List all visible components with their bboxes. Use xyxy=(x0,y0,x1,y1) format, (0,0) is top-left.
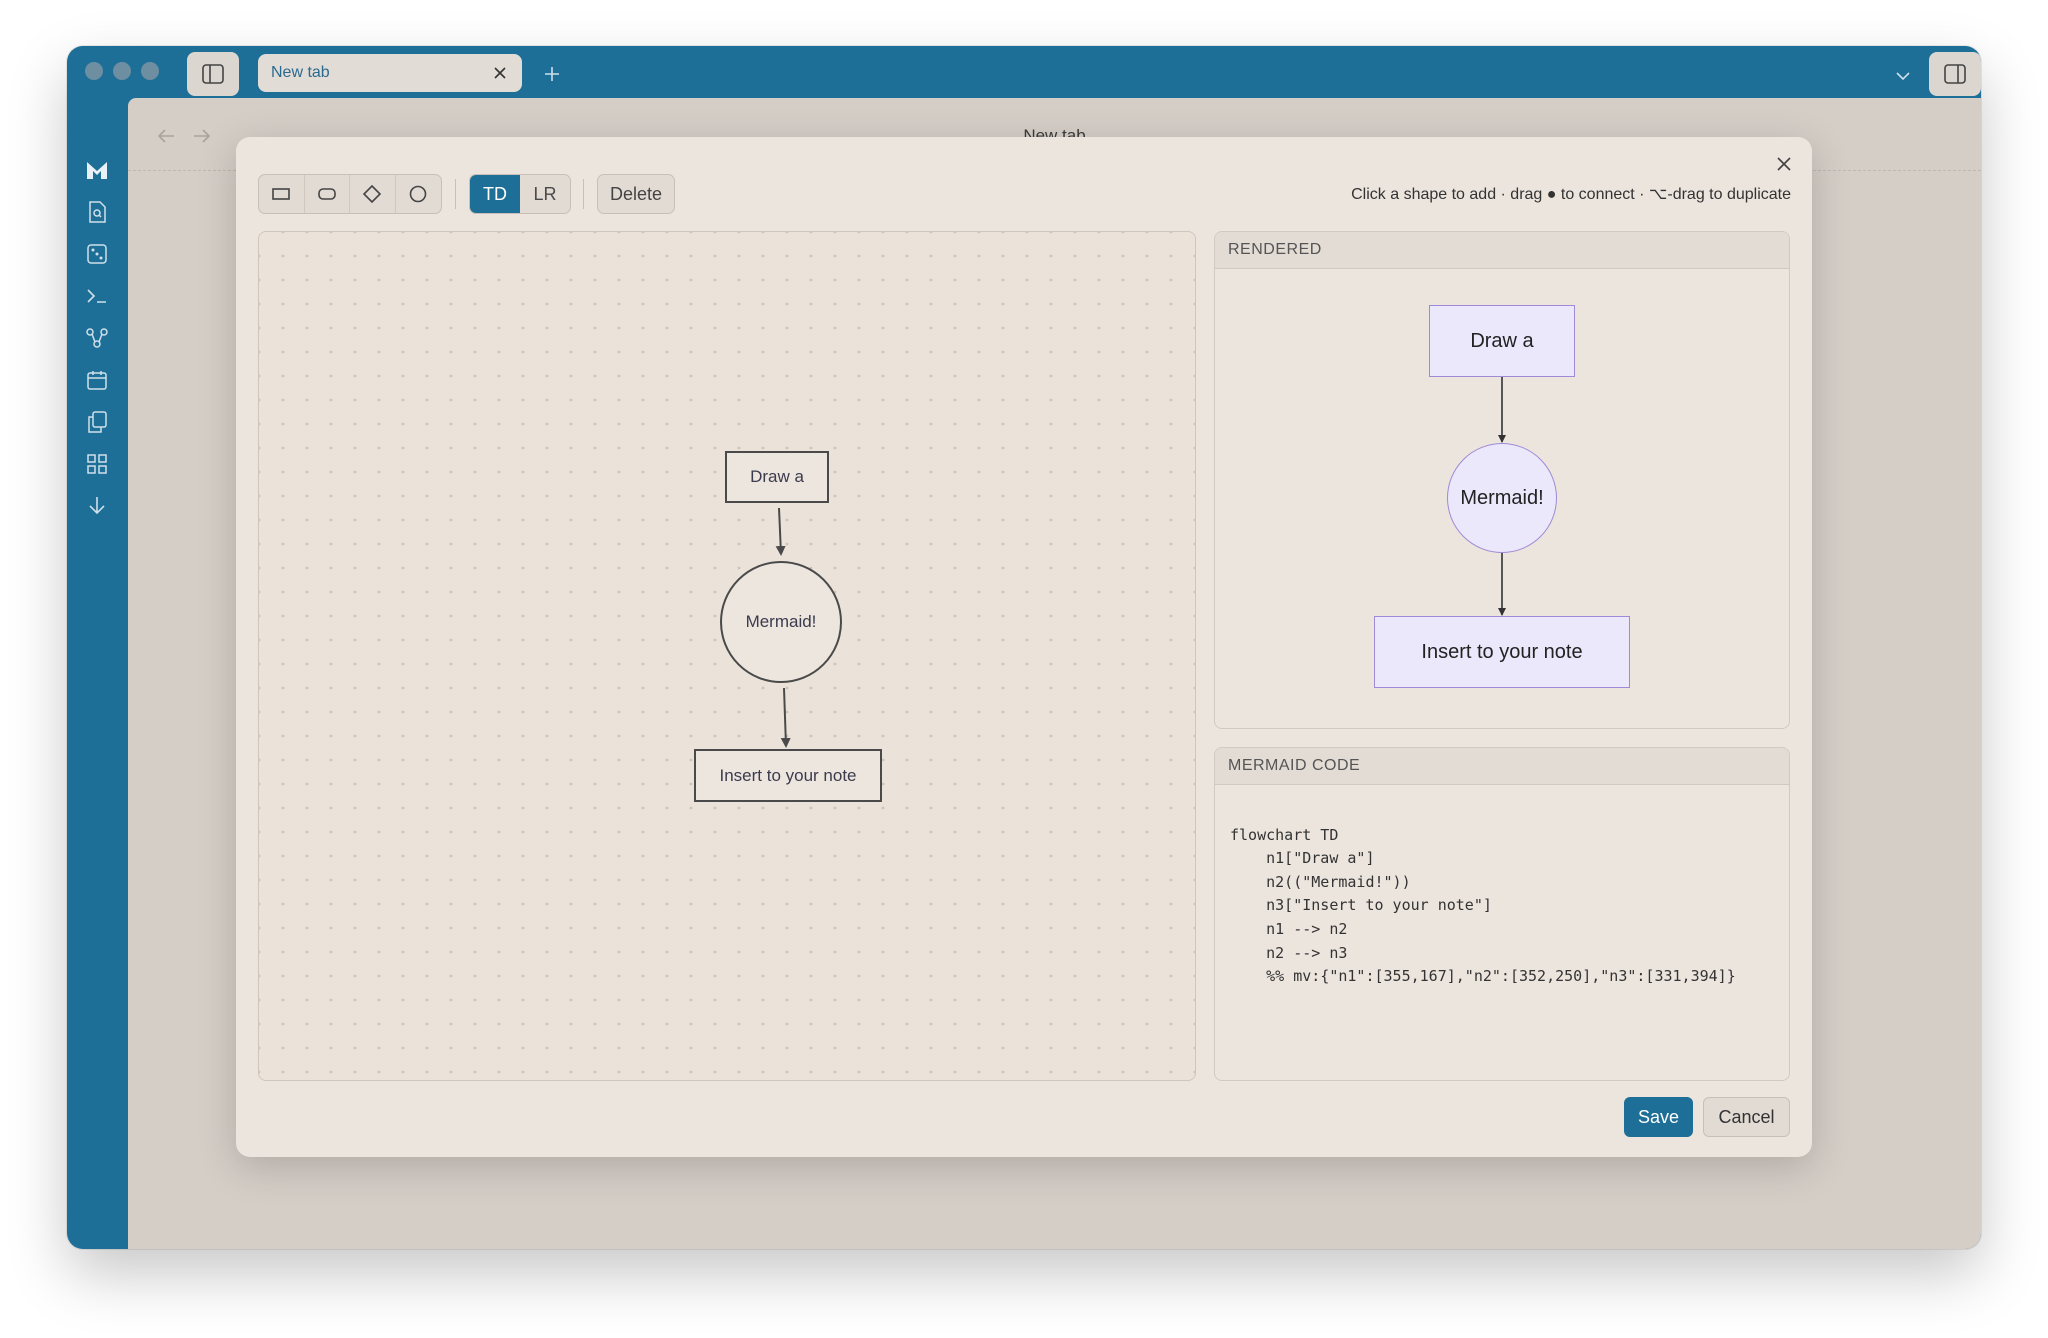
minimize-window-dot[interactable] xyxy=(113,62,131,80)
zoom-window-dot[interactable] xyxy=(141,62,159,80)
rendered-panel: RENDERED Draw a Mermaid! Insert to your … xyxy=(1214,231,1790,729)
flowchart-canvas[interactable]: Draw a Mermaid! Insert to your note xyxy=(258,231,1196,1081)
back-icon[interactable] xyxy=(154,124,178,148)
graph-icon[interactable] xyxy=(83,324,111,352)
canvas-edges xyxy=(775,507,791,748)
canvas-node-n2[interactable]: Mermaid! xyxy=(720,561,842,683)
dice-icon[interactable] xyxy=(83,240,111,268)
rendered-node-n2: Mermaid! xyxy=(1447,443,1557,553)
circle-shape-icon xyxy=(409,185,427,203)
code-line: n1 --> n2 xyxy=(1230,919,1348,938)
shape-toolbar xyxy=(258,174,442,214)
direction-lr-button[interactable]: LR xyxy=(533,183,557,204)
close-window-dot[interactable] xyxy=(85,62,103,80)
rendered-node-n3: Insert to your note xyxy=(1374,616,1630,688)
add-circle-button[interactable] xyxy=(396,175,441,213)
mermaid-code-panel: MERMAID CODE flowchart TD n1["Draw a"] n… xyxy=(1214,747,1790,1081)
grid-icon[interactable] xyxy=(83,450,111,478)
add-rectangle-button[interactable] xyxy=(259,175,305,213)
terminal-icon[interactable] xyxy=(83,282,111,310)
code-line: flowchart TD xyxy=(1230,825,1339,844)
plus-icon xyxy=(545,67,559,81)
rendered-header: RENDERED xyxy=(1215,232,1789,269)
tab-new-tab[interactable]: New tab xyxy=(258,54,522,92)
left-sidebar-toggle-button[interactable] xyxy=(187,52,239,96)
toolbar-divider xyxy=(455,179,456,209)
canvas-node-n1[interactable]: Draw a xyxy=(725,451,829,503)
code-line: n2(("Mermaid!")) xyxy=(1230,872,1411,891)
rendered-edges xyxy=(1498,377,1506,616)
node-label: Draw a xyxy=(750,467,804,486)
download-icon[interactable] xyxy=(83,492,111,520)
add-rounded-rectangle-button[interactable] xyxy=(305,175,350,213)
tab-label: New tab xyxy=(271,64,330,81)
edge-n1-n2[interactable] xyxy=(775,507,786,556)
rectangle-shape-icon xyxy=(272,188,291,200)
add-diamond-button[interactable] xyxy=(350,175,396,213)
usage-hint: Click a shape to add · drag ● to connect… xyxy=(1351,186,1791,203)
new-tab-button[interactable] xyxy=(538,60,566,88)
code-line: %% mv:{"n1":[355,167],"n2":[352,250],"n3… xyxy=(1230,967,1736,986)
forward-icon[interactable] xyxy=(190,124,214,148)
code-line: n1["Draw a"] xyxy=(1230,849,1375,868)
delete-button[interactable]: Delete xyxy=(597,174,675,214)
ribbon xyxy=(67,98,127,1249)
node-label: Mermaid! xyxy=(745,612,817,631)
cancel-button[interactable]: Cancel xyxy=(1703,1097,1790,1137)
sidebar-icon xyxy=(202,64,224,84)
tabs-dropdown-button[interactable] xyxy=(1891,64,1915,88)
save-button[interactable]: Save xyxy=(1624,1097,1693,1137)
code-line: n2 --> n3 xyxy=(1230,943,1348,962)
file-search-icon[interactable] xyxy=(83,198,111,226)
close-tab-icon[interactable] xyxy=(490,63,510,83)
sidebar-right-icon xyxy=(1944,64,1966,84)
close-modal-icon[interactable] xyxy=(1772,152,1796,176)
code-line: n3["Insert to your note"] xyxy=(1230,896,1492,915)
direction-td-button[interactable]: TD xyxy=(470,175,520,213)
direction-toggle: TD LR xyxy=(469,174,571,214)
diamond-shape-icon xyxy=(363,185,382,203)
node-label: Insert to your note xyxy=(719,765,857,785)
mermaid-code-text[interactable]: flowchart TD n1["Draw a"] n2(("Mermaid!"… xyxy=(1230,800,1736,1036)
rounded-rectangle-shape-icon xyxy=(317,188,336,200)
edge-n2-n3[interactable] xyxy=(780,687,791,748)
mermaid-code-header: MERMAID CODE xyxy=(1215,748,1789,785)
calendar-icon[interactable] xyxy=(83,366,111,394)
canvas-node-n3[interactable]: Insert to your note xyxy=(694,749,882,802)
chevron-down-icon xyxy=(1896,72,1910,81)
mermaid-editor-modal: TD LR Delete Click a shape to add · drag… xyxy=(236,137,1812,1157)
copy-icon[interactable] xyxy=(83,408,111,436)
right-sidebar-toggle-button[interactable] xyxy=(1929,52,1981,96)
logo-icon[interactable] xyxy=(83,156,111,184)
toolbar-divider xyxy=(583,179,584,209)
rendered-node-n1: Draw a xyxy=(1429,305,1575,377)
